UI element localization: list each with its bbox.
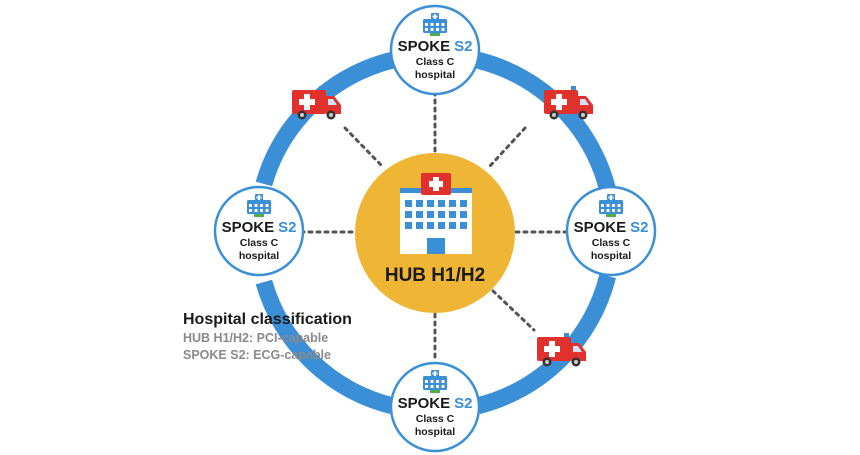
ring-arc [475, 52, 616, 193]
spoke-circle [389, 361, 481, 453]
small-hospital-icon [423, 13, 447, 36]
small-hospital-icon [599, 194, 623, 217]
spoke-class: Class C [240, 237, 279, 249]
spoke-word: SPOKE [398, 395, 451, 412]
spoke-circle [565, 185, 657, 277]
window [427, 222, 434, 229]
connector-line [491, 289, 536, 332]
spoke-type: hospital [591, 250, 631, 262]
legend-item-hub: HUB H1/H2: PCI-capable [183, 331, 329, 345]
spoke-word: SPOKE [398, 38, 451, 55]
window [438, 200, 445, 207]
spoke-class: Class C [416, 413, 455, 425]
small-hospital-icon [423, 370, 447, 393]
window [449, 211, 456, 218]
spoke-type: hospital [415, 426, 455, 438]
window [416, 200, 423, 207]
ambulance-icon [292, 86, 341, 120]
spoke-code: S2 [454, 395, 472, 412]
window [405, 222, 412, 229]
window [449, 200, 456, 207]
window [427, 200, 434, 207]
hospital-building-icon [400, 173, 472, 254]
window [405, 211, 412, 218]
spoke-word: SPOKE [574, 219, 627, 236]
spoke-class: Class C [416, 56, 455, 68]
ambulance-icon [544, 86, 593, 120]
spoke-circle [389, 4, 481, 96]
window [460, 222, 467, 229]
small-hospital-icon [247, 194, 271, 217]
window [460, 211, 467, 218]
hub-node: HUB H1/H2 [355, 153, 515, 313]
window [405, 200, 412, 207]
window [416, 211, 423, 218]
legend: Hospital classification HUB H1/H2: PCI-c… [183, 310, 352, 364]
hub-label: HUB H1/H2 [385, 265, 485, 286]
ring-arc [255, 279, 395, 414]
window [427, 211, 434, 218]
spoke-code: S2 [278, 219, 296, 236]
spoke-code: S2 [454, 38, 472, 55]
connector-line [488, 126, 527, 168]
legend-item-spoke: SPOKE S2: ECG-capable [183, 348, 331, 362]
spoke-code: S2 [630, 219, 648, 236]
spoke-circle [213, 185, 305, 277]
window [438, 211, 445, 218]
window [416, 222, 423, 229]
spoke-class: Class C [592, 237, 631, 249]
connector-line [343, 126, 384, 168]
connector-lines [299, 90, 570, 364]
window [449, 222, 456, 229]
spoke-word: SPOKE [222, 219, 275, 236]
window [438, 222, 445, 229]
legend-title: Hospital classification [183, 311, 352, 328]
ambulance-icon [537, 333, 586, 367]
window [460, 200, 467, 207]
ring-arc [255, 52, 395, 187]
spoke-type: hospital [239, 250, 279, 262]
spoke-type: hospital [415, 69, 455, 81]
